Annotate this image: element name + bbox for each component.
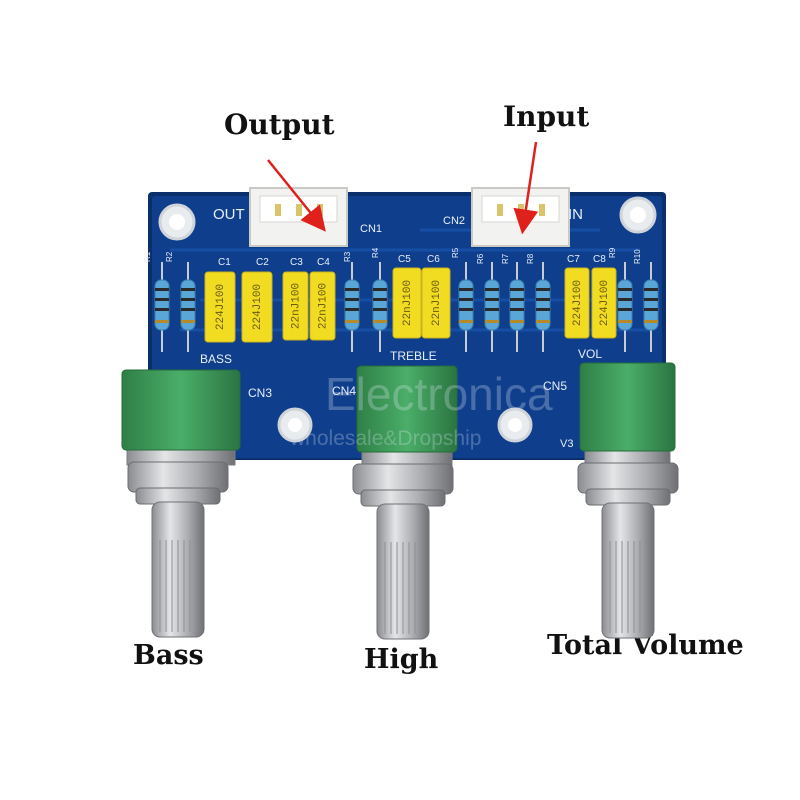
res-label: R3 (343, 251, 352, 262)
resistor (180, 262, 196, 352)
res-label: R6 (476, 253, 485, 264)
silk-out: OUT (213, 206, 245, 223)
cap-label: C7 (567, 254, 580, 265)
capacitor: 22nJ100 (421, 267, 451, 339)
cap-label: C6 (427, 254, 440, 265)
potentiometer (352, 365, 458, 640)
cap-label: C4 (317, 257, 330, 268)
capacitor: 22nJ100 (282, 271, 309, 341)
capacitor-marking: 224J100 (252, 284, 264, 330)
bass-label: Bass (133, 640, 204, 671)
res-label: R7 (501, 253, 510, 264)
capacitor-marking: 224J100 (572, 280, 584, 326)
cap-label: C3 (290, 257, 303, 268)
res-label: R2 (165, 251, 174, 262)
watermark-title: Electronica (325, 368, 553, 420)
silk-bass: BASS (200, 352, 232, 366)
output-label: Output (224, 108, 335, 141)
res-label: R10 (633, 249, 642, 264)
capacitor: 224J100 (241, 271, 273, 343)
resistor (372, 262, 388, 352)
resistor-labels: R1 R2 R3 R4 R5 R6 R7 R8 R9 R10 (143, 247, 642, 264)
capacitor-marking: 22nJ100 (290, 283, 302, 329)
res-label: R5 (451, 247, 460, 258)
capacitors: 224J100 224J100 22nJ100 22nJ100 22nJ100 22nJ1… (204, 267, 617, 343)
capacitor: 22nJ100 (392, 267, 422, 339)
capacitor-labels: C1 C2 C3 C4 C5 C6 C7 C8 (218, 254, 606, 268)
silk-cn4: CN4 (332, 384, 356, 398)
resistor (154, 262, 170, 352)
resistor (535, 262, 551, 352)
cap-label: C8 (593, 254, 606, 265)
resistor (344, 262, 360, 352)
silk-cn3: CN3 (248, 386, 272, 400)
capacitor-marking: 224J100 (599, 280, 611, 326)
resistor (617, 262, 633, 352)
silk-in: IN (568, 206, 583, 223)
potentiometers (121, 362, 679, 640)
output-arrow (267, 159, 326, 232)
res-label: R4 (371, 247, 380, 258)
capacitor: 224J100 (204, 271, 236, 343)
res-label: R1 (143, 251, 152, 262)
potentiometer (121, 369, 241, 638)
input-label: Input (503, 100, 590, 133)
watermark: Electronica wholesale&Dropship (289, 368, 553, 450)
resistor (643, 262, 659, 352)
silk-vol: VOL (578, 347, 602, 361)
silk-cn5: CN5 (543, 379, 567, 393)
silk-v3: V3 (560, 438, 573, 450)
capacitor: 224J100 (564, 267, 590, 339)
resistors (154, 262, 659, 352)
high-label: High (364, 644, 439, 675)
capacitor-marking: 22nJ100 (317, 283, 329, 329)
res-label: R8 (526, 253, 535, 264)
input-arrow (513, 141, 539, 235)
cap-label: C5 (398, 254, 411, 265)
silk-treble: TREBLE (390, 349, 437, 363)
watermark-subtitle: wholesale&Dropship (289, 427, 481, 450)
capacitor-marking: 22nJ100 (402, 280, 414, 326)
cap-label: C2 (256, 257, 269, 268)
resistor (484, 262, 500, 352)
res-label: R9 (608, 247, 617, 258)
capacitor-marking: 22nJ100 (431, 280, 443, 326)
capacitor: 224J100 (591, 267, 617, 339)
cap-label: C1 (218, 257, 231, 268)
silk-cn1: CN1 (360, 223, 382, 235)
resistor (509, 262, 525, 352)
input-connector (471, 187, 570, 247)
mounting-holes (158, 196, 657, 443)
capacitor: 22nJ100 (309, 271, 336, 341)
capacitor-marking: 224J100 (215, 284, 227, 330)
silk-cn2: CN2 (443, 215, 465, 227)
resistor (458, 262, 474, 352)
potentiometer (577, 362, 679, 639)
